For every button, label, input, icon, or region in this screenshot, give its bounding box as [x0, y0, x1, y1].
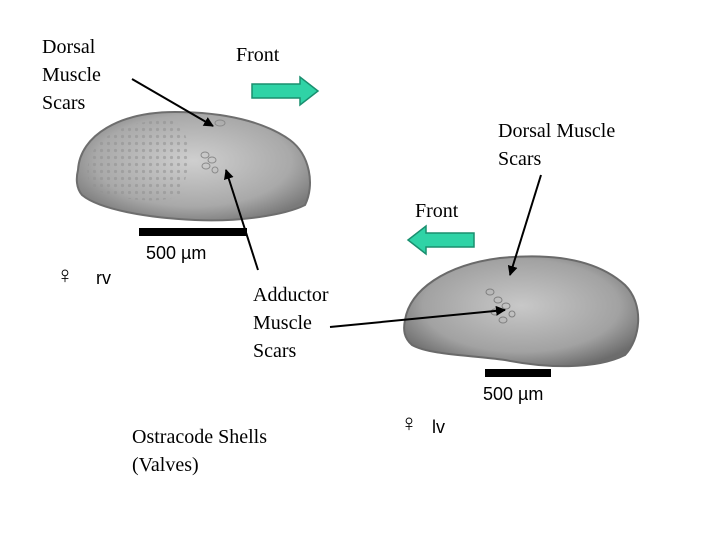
pointer-dorsal-right	[507, 174, 542, 276]
front-arrow-right	[251, 75, 320, 107]
front-arrow-left	[406, 224, 475, 256]
left-scale-bar	[139, 228, 247, 236]
valve-label-rv: rv	[96, 268, 111, 288]
right-scale-bar	[485, 369, 551, 377]
front-label-right: Front	[415, 200, 459, 222]
pointer-adductor-left	[223, 169, 259, 271]
dorsal-muscle-scars-label-right: Dorsal Muscle Scars	[498, 120, 616, 170]
right-shell	[403, 255, 640, 368]
caption: Ostracode Shells (Valves)	[132, 426, 267, 476]
left-scale-label: 500 µm	[146, 243, 207, 263]
pointer-adductor-right	[329, 305, 506, 328]
left-shell	[75, 110, 311, 222]
dorsal-muscle-scars-label-left: Dorsal Muscle Scars	[42, 36, 101, 114]
female-symbol-right: ♀	[400, 410, 418, 437]
front-label-left: Front	[236, 44, 280, 66]
pointer-dorsal-left	[131, 78, 214, 127]
valve-label-lv: lv	[432, 417, 445, 437]
right-scale-label: 500 µm	[483, 384, 544, 404]
female-symbol-left: ♀	[56, 262, 74, 289]
adductor-muscle-scars-label: Adductor Muscle Scars	[253, 284, 329, 362]
